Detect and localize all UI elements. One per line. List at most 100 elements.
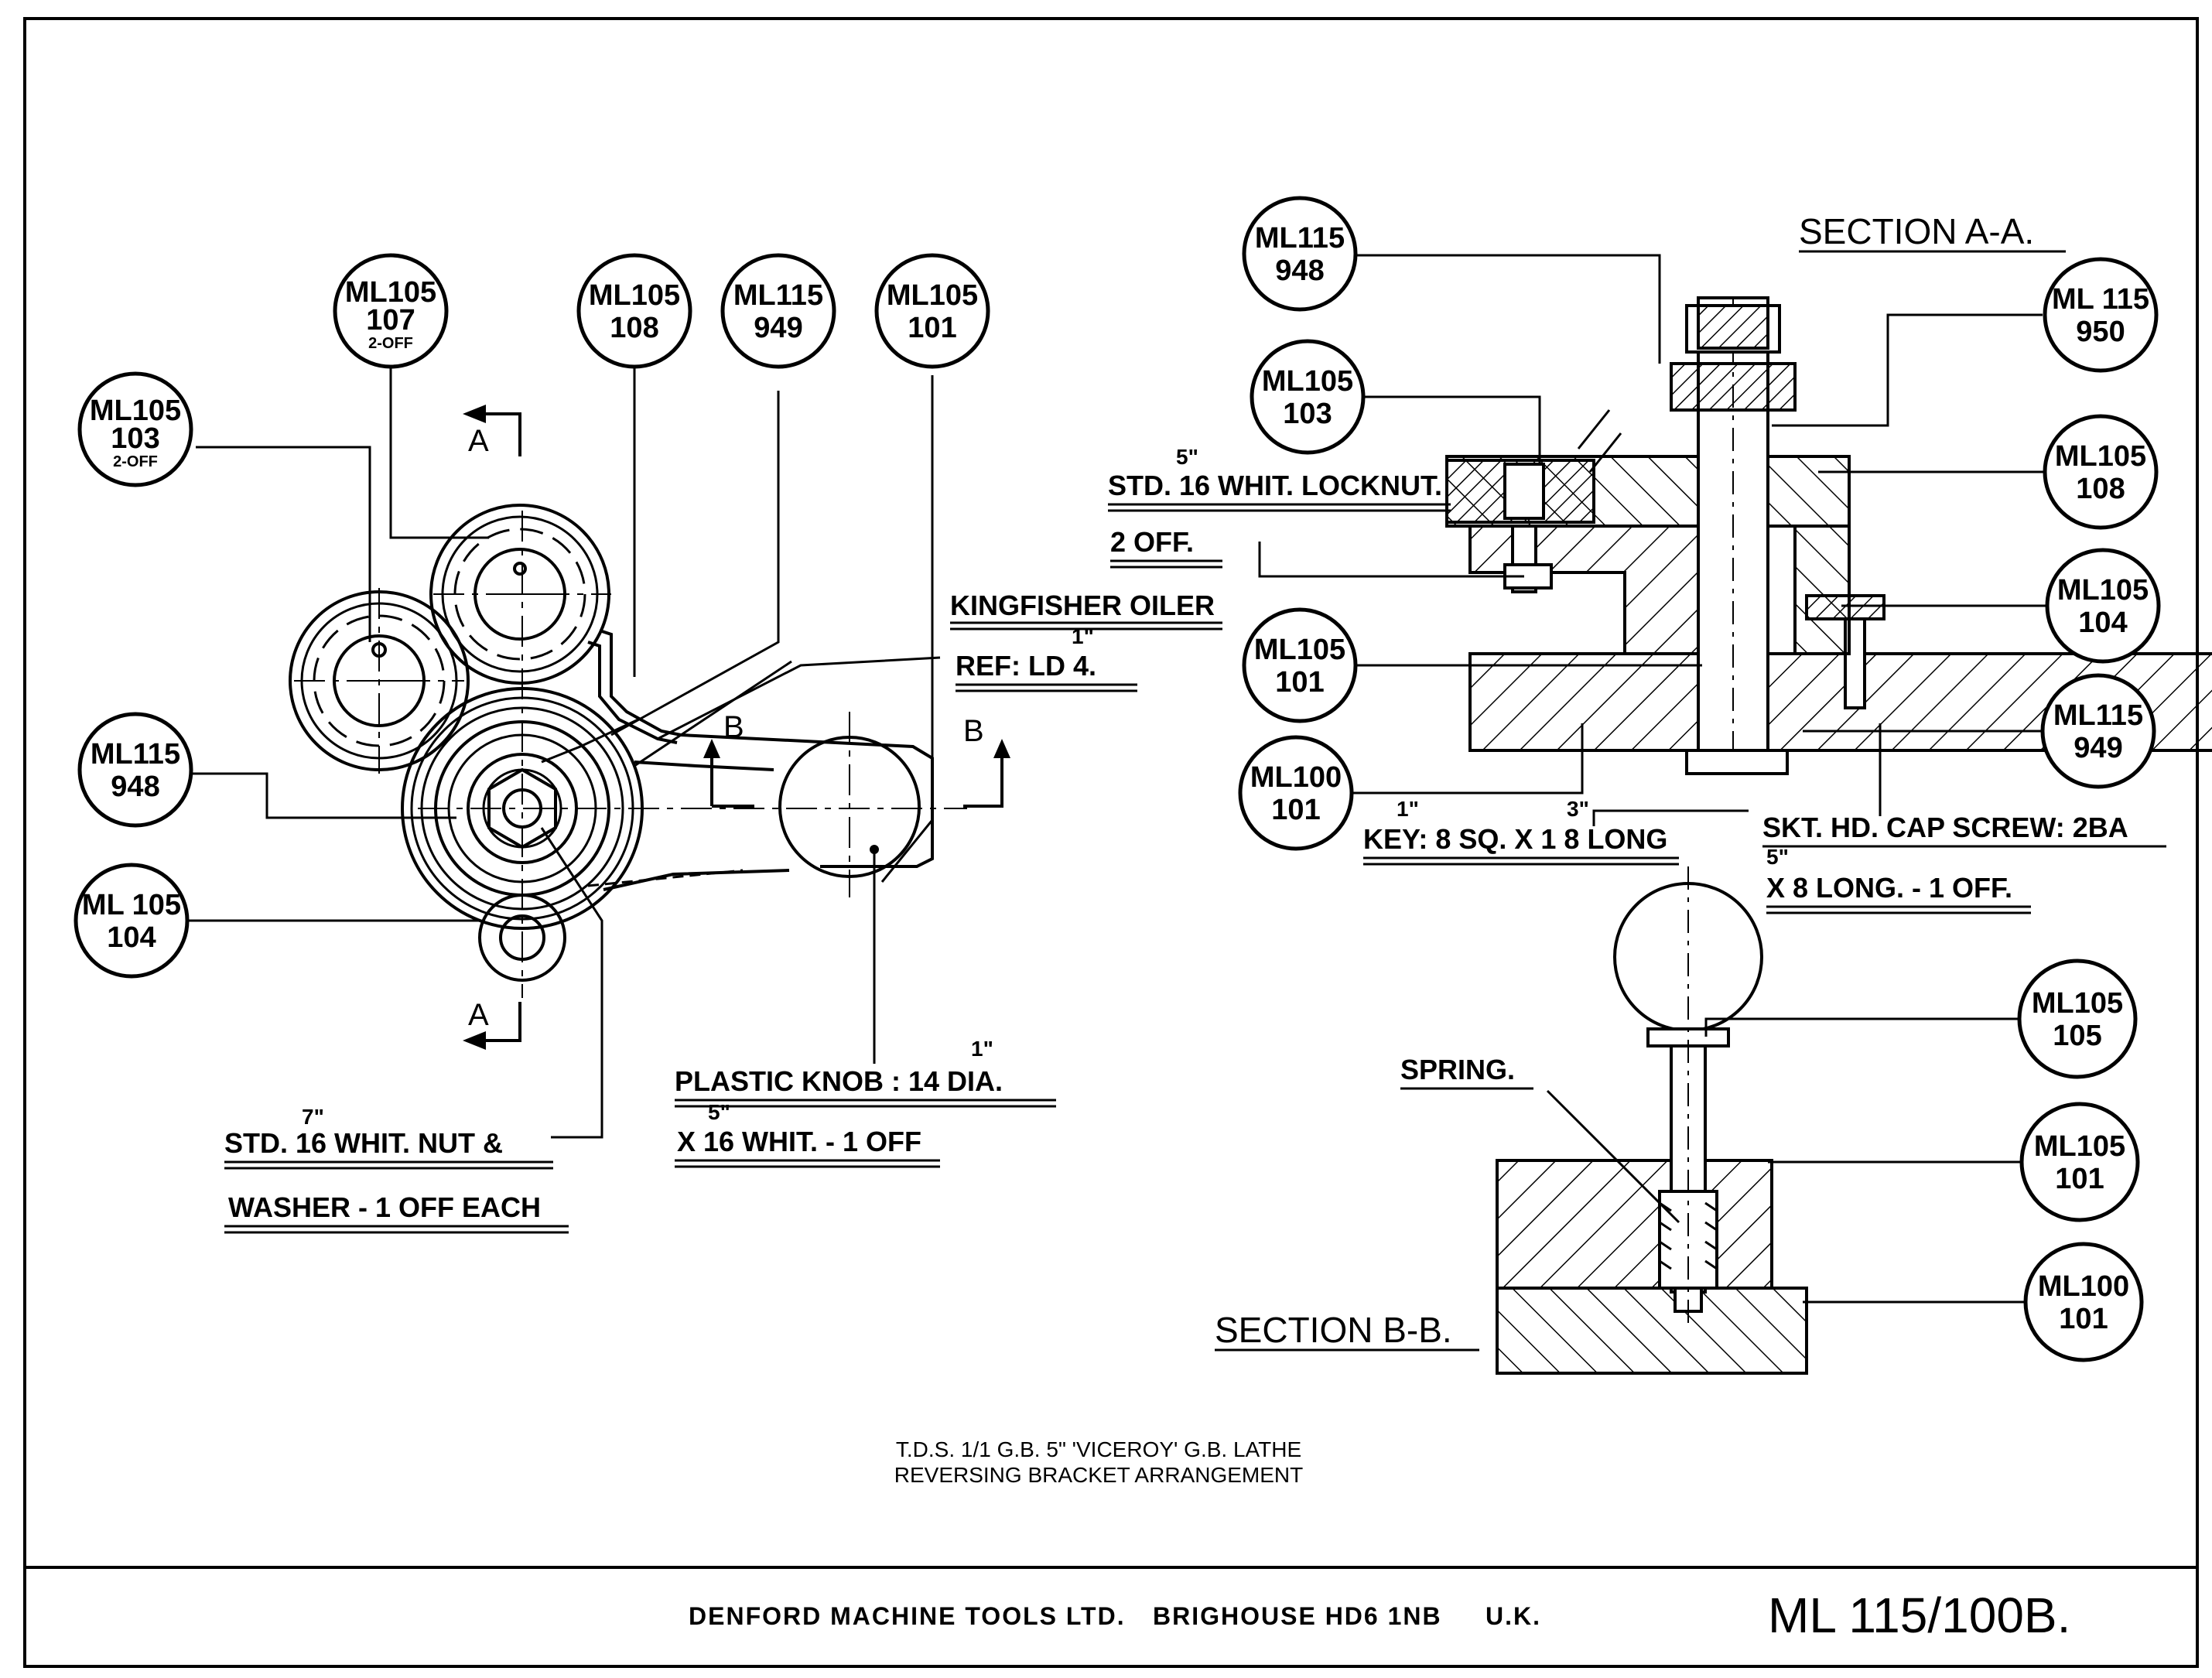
company-address: BRIGHOUSE HD6 1NB bbox=[1153, 1602, 1442, 1630]
knob-note-line-1: PLASTIC KNOB : 14 DIA. bbox=[675, 1065, 1003, 1097]
balloon-part-number: 950 bbox=[2076, 316, 2125, 348]
balloon-part-number: 948 bbox=[1275, 255, 1324, 287]
section-aa-leaders bbox=[1258, 254, 2046, 826]
view-marker-b-left: B bbox=[723, 710, 744, 744]
key-note: KEY: 8 SQ. X 1 8 LONG bbox=[1363, 823, 1667, 855]
balloon-part-number: 101 bbox=[1271, 794, 1320, 826]
locknut-fraction: 5" bbox=[1176, 445, 1198, 469]
balloon-circle bbox=[2043, 257, 2159, 373]
key-fraction-2: 3" bbox=[1567, 797, 1589, 821]
balloon-part-number: 101 bbox=[2059, 1303, 2108, 1335]
balloon-part-code: ML100 bbox=[2038, 1270, 2129, 1303]
balloon-part-code: ML 105 bbox=[82, 889, 181, 921]
balloon-part-code: ML115 bbox=[733, 279, 823, 312]
balloon-part-number: 104 bbox=[2078, 607, 2127, 639]
balloon-part-code: ML115 bbox=[1255, 222, 1345, 255]
nut-fraction: 7" bbox=[302, 1105, 324, 1129]
balloon-circle bbox=[77, 712, 193, 828]
view-marker-a-bottom: A bbox=[468, 998, 489, 1032]
balloon-part-code: ML105 bbox=[2032, 987, 2123, 1020]
balloon-circle bbox=[77, 371, 193, 487]
title-text: T.D.S. 1/1 G.B. 5" 'VICEROY' G.B. LATHE … bbox=[894, 1437, 1303, 1487]
locknut-note-line-2: 2 OFF. bbox=[1110, 526, 1194, 558]
balloon-part-code: ML115 bbox=[91, 738, 180, 771]
balloon-part-code: ML105 bbox=[887, 279, 978, 312]
company-country: U.K. bbox=[1485, 1602, 1541, 1630]
oiler-note-line-1: KINGFISHER OILER bbox=[950, 590, 1215, 621]
section-bb bbox=[1496, 866, 1808, 1375]
balloon-part-number: 101 bbox=[908, 312, 956, 344]
balloon-part-code: ML105 bbox=[345, 276, 436, 309]
balloon-part-number: 949 bbox=[2074, 732, 2122, 764]
section-bb-title: SECTION B-B. bbox=[1215, 1310, 1452, 1350]
balloon-part-number: 101 bbox=[1275, 666, 1324, 699]
balloon-part-code: ML105 bbox=[2057, 574, 2149, 607]
section-arrowheads bbox=[463, 405, 1010, 1050]
balloon-circle bbox=[2040, 673, 2156, 789]
balloon-part-code: ML105 bbox=[2055, 440, 2146, 473]
screw-note-line-1: SKT. HD. CAP SCREW: 2BA bbox=[1762, 812, 2128, 843]
balloon-part-code: ML105 bbox=[1254, 634, 1345, 666]
knob-fraction-2: 5" bbox=[708, 1100, 730, 1124]
balloon-circle bbox=[2017, 959, 2138, 1079]
balloon-circle bbox=[2023, 1242, 2144, 1362]
title-line-2: REVERSING BRACKET ARRANGEMENT bbox=[894, 1463, 1303, 1487]
notes: 7" STD. 16 WHIT. NUT & WASHER - 1 OFF EA… bbox=[224, 445, 2128, 1223]
balloon-part-code: ML115 bbox=[2053, 699, 2143, 732]
balloon-part-number: 101 bbox=[2055, 1163, 2104, 1195]
balloon-part-code: ML105 bbox=[1262, 365, 1353, 398]
balloon-circle bbox=[1242, 196, 1358, 312]
balloon-quantity: 2-OFF bbox=[113, 453, 158, 470]
balloon-part-number: 948 bbox=[111, 771, 159, 803]
balloon-circle bbox=[2045, 548, 2161, 664]
balloon-part-code: ML105 bbox=[589, 279, 680, 312]
screw-fraction: 5" bbox=[1766, 845, 1789, 869]
balloon-part-number: 104 bbox=[107, 921, 156, 954]
balloon-part-code: ML105 bbox=[90, 395, 181, 427]
balloon-part-number: 108 bbox=[2076, 473, 2125, 505]
balloon-circle bbox=[720, 253, 836, 369]
balloon-part-number: 949 bbox=[754, 312, 802, 344]
section-aa-title: SECTION A-A. bbox=[1799, 211, 2034, 251]
view-marker-letters: A A B B bbox=[468, 424, 984, 1032]
company-name: DENFORD MACHINE TOOLS LTD. bbox=[689, 1602, 1126, 1630]
locknut-note-line-1: STD. 16 WHIT. LOCKNUT. bbox=[1108, 470, 1442, 501]
view-marker-b-right: B bbox=[963, 714, 984, 748]
part-balloons: ML1051032-OFFML1051072-OFFML105108ML1159… bbox=[74, 196, 2161, 1362]
leader-lines-left bbox=[179, 364, 941, 1139]
balloon-part-code: ML100 bbox=[1250, 761, 1342, 794]
balloon-part-number: 105 bbox=[2053, 1020, 2101, 1052]
balloon-part-number: 103 bbox=[111, 422, 159, 455]
nut-note-line-1: STD. 16 WHIT. NUT & bbox=[224, 1127, 503, 1159]
key-fraction-1: 1" bbox=[1397, 797, 1419, 821]
balloon-part-code: ML105 bbox=[2034, 1130, 2125, 1163]
nut-note-line-2: WASHER - 1 OFF EACH bbox=[228, 1191, 541, 1223]
balloon-circle bbox=[2043, 414, 2159, 530]
note-underlines bbox=[224, 503, 2166, 1234]
balloon-part-code: ML 115 bbox=[2052, 283, 2149, 316]
screw-note-line-2: X 8 LONG. - 1 OFF. bbox=[1766, 872, 2012, 904]
balloon-circle bbox=[1242, 607, 1358, 723]
balloon-circle bbox=[576, 253, 692, 369]
oiler-note-line-2: REF: LD 4. bbox=[956, 650, 1096, 682]
title-block: DENFORD MACHINE TOOLS LTD. BRIGHOUSE HD6… bbox=[689, 1587, 2070, 1643]
balloon-quantity: 2-OFF bbox=[368, 335, 413, 352]
view-marker-a-top: A bbox=[468, 424, 489, 458]
